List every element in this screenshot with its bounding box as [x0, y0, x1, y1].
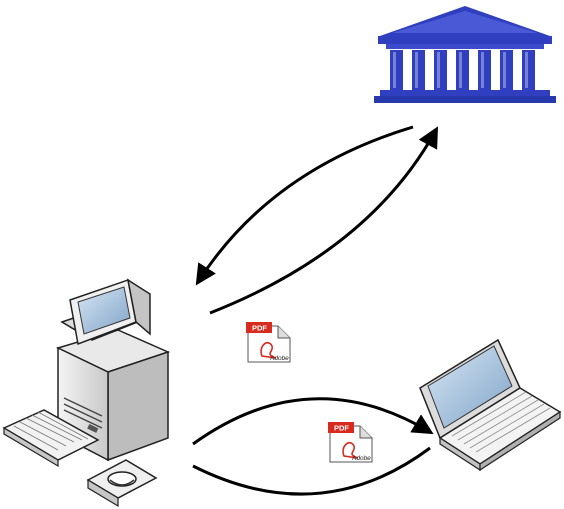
arrow-bank-to-desktop — [195, 125, 414, 286]
pdf-brand-text: Adobe — [269, 355, 289, 362]
laptop-icon — [419, 338, 562, 472]
pdf-badge-text: PDF — [334, 424, 349, 433]
desktop-computer-icon — [2, 278, 171, 508]
pdf-brand-text: Adobe — [351, 455, 371, 462]
bank-building-icon — [374, 6, 556, 103]
arrow-desktop-to-laptop — [192, 397, 434, 446]
pdf-badge-text: PDF — [252, 324, 267, 333]
pdf-file-icon: PDF Adobe — [328, 422, 373, 463]
arrow-desktop-to-bank — [209, 126, 439, 315]
arrow-laptop-to-desktop — [192, 446, 431, 496]
pdf-file-icon: PDF Adobe — [246, 322, 291, 363]
